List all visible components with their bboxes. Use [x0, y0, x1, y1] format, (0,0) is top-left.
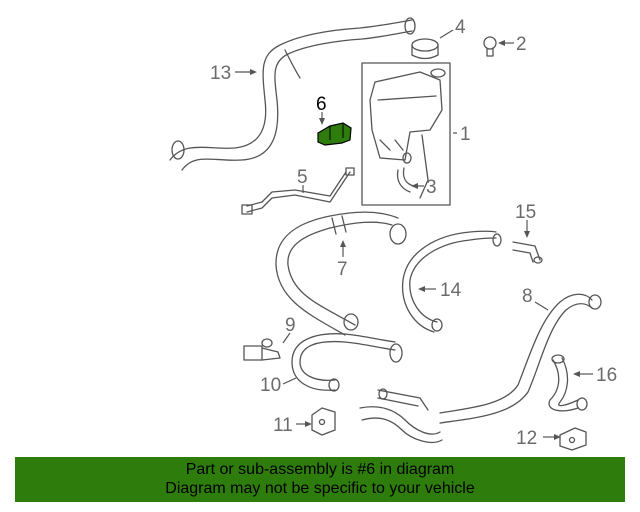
part-6-sensor-highlighted[interactable]: [317, 122, 352, 146]
callout-12: 12: [516, 428, 537, 449]
callout-4: 4: [455, 17, 466, 38]
part-16-hose[interactable]: [548, 354, 588, 412]
banner-line-1: Part or sub-assembly is #6 in diagram: [185, 461, 455, 478]
callout-6: 6: [316, 94, 327, 115]
part-3-small-hose[interactable]: [396, 167, 415, 193]
part-15-small-hose[interactable]: [512, 241, 543, 264]
info-banner: Part or sub-assembly is #6 in diagram Di…: [15, 457, 625, 502]
callout-3: 3: [426, 177, 437, 198]
leader-lines: [235, 29, 593, 440]
part-14-hose[interactable]: [401, 230, 502, 333]
callout-13: 13: [210, 63, 231, 84]
callout-14: 14: [440, 280, 462, 301]
part-4-reservoir-cap[interactable]: [411, 38, 439, 60]
callout-11: 11: [273, 415, 293, 436]
callout-10: 10: [260, 375, 281, 396]
part-1-reservoir-assembly[interactable]: [361, 62, 451, 206]
callout-16: 16: [596, 365, 617, 386]
part-12-bracket[interactable]: [559, 427, 587, 451]
callout-2: 2: [516, 34, 527, 55]
part-11-bracket[interactable]: [311, 407, 336, 436]
part-9-sensor[interactable]: [243, 338, 281, 361]
part-7-hose[interactable]: [275, 211, 407, 336]
callout-1: 1: [460, 124, 471, 145]
callout-8: 8: [522, 286, 533, 307]
part-10-hose[interactable]: [291, 333, 403, 392]
callout-7: 7: [337, 259, 348, 280]
callout-15: 15: [515, 202, 536, 223]
part-13-upper-hose[interactable]: [169, 17, 416, 171]
callout-5: 5: [297, 167, 308, 188]
part-5-line[interactable]: [241, 167, 355, 215]
part-2-bolt[interactable]: [483, 36, 497, 57]
part-8-hose[interactable]: [359, 293, 602, 444]
banner-line-2: Diagram may not be specific to your vehi…: [165, 480, 475, 497]
callout-9: 9: [285, 315, 296, 336]
